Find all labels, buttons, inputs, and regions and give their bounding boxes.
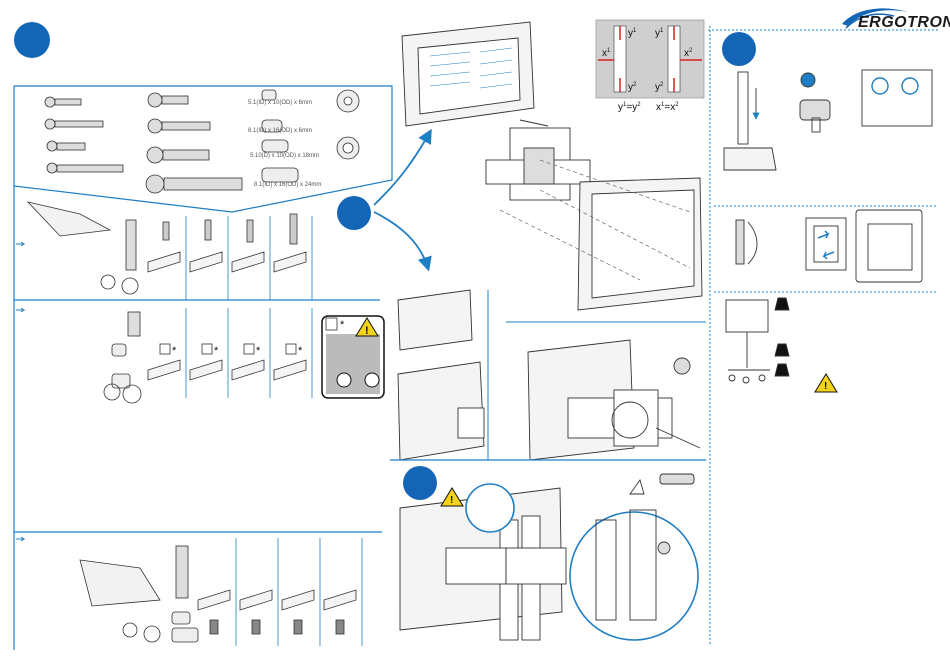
spacer-label: 5.1(ID) x 10(OD) x 6mm [248, 100, 312, 106]
mount-hardware-row-1 [28, 202, 312, 300]
arrow-icon [374, 212, 428, 268]
two-person-lift-icon [466, 484, 514, 532]
arrow-icon [16, 242, 24, 246]
arrow-icon [374, 132, 430, 205]
asterisk-mark: * [214, 345, 219, 357]
asterisk-mark: * [298, 345, 303, 357]
tilt-adjust-scene [724, 70, 932, 170]
arrow-icon [16, 537, 24, 541]
spacer-label: 5.10(D) x 10(OD) x 18mm [250, 153, 319, 159]
svg-text:!: ! [450, 495, 453, 506]
weight-icon [775, 344, 789, 356]
spacer-icon [262, 168, 298, 182]
mount-hardware-row-3 [80, 538, 362, 646]
screw-icon [148, 119, 210, 133]
asterisk-mark: * [256, 345, 261, 357]
weight-icon [775, 364, 789, 376]
equation-y: y1=y2 [618, 102, 641, 113]
portrait-rotate-scene [736, 210, 922, 282]
screw-icon [47, 163, 123, 173]
screw-icon [45, 97, 81, 107]
screw-icon [146, 175, 242, 193]
spacer-icon [262, 140, 288, 152]
bracket-attach-scene [398, 290, 706, 460]
happy-face-icon [365, 373, 379, 387]
weight-icon [775, 298, 789, 310]
equation-x: x1=x2 [656, 102, 679, 113]
drill-icon [800, 100, 830, 132]
hang-display-scene [400, 474, 698, 640]
spacer-label: 8.1(ID) x 16(OD) x 24mm [254, 182, 321, 188]
asterisk-mark: * [340, 319, 345, 331]
spacer-label: 8.1(ID) x 16(OD) x 6mm [248, 128, 312, 134]
screw-icon [47, 141, 85, 151]
screw-icon [660, 474, 694, 484]
asterisk-mark: * [172, 345, 177, 357]
spacer-icon [262, 90, 276, 100]
leveling-detail-box [596, 20, 704, 98]
screw-icon [148, 93, 188, 107]
cart-weight-scene [726, 298, 789, 383]
sad-face-icon [337, 373, 351, 387]
arrow-icon [16, 308, 24, 312]
svg-text:!: ! [824, 381, 827, 392]
screw-icon [147, 147, 209, 163]
screw-icon [674, 358, 690, 374]
svg-text:!: ! [365, 325, 369, 337]
screw-icon [45, 119, 103, 129]
